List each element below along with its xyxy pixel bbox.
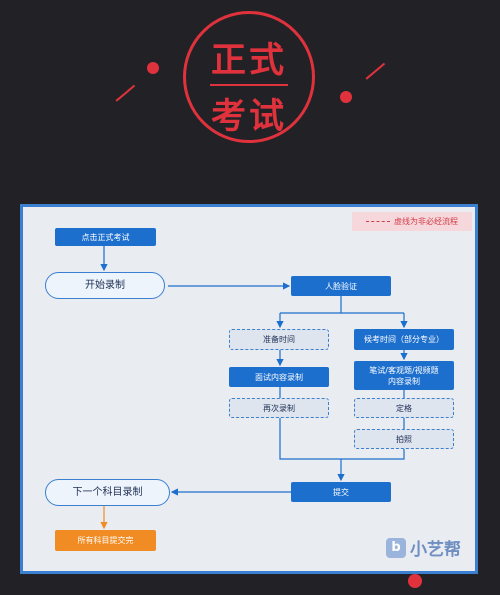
watermark: b 小艺帮 xyxy=(386,535,461,560)
brand-icon xyxy=(408,574,422,588)
badge-title-line1: 正式 xyxy=(210,41,287,81)
node-written-record-line1: 笔试/客观题/视频题 xyxy=(369,365,439,375)
merge-right xyxy=(341,449,405,460)
decor-dot-right xyxy=(340,91,352,103)
legend: 虚线为非必经流程 xyxy=(352,212,472,231)
node-submit: 提交 xyxy=(291,482,391,502)
badge-title-line2: 考试 xyxy=(210,97,287,137)
title-badge: 正式 考试 xyxy=(183,11,315,143)
decor-dot-left xyxy=(147,62,159,74)
node-next-subject: 下一个科目录制 xyxy=(45,479,170,506)
legend-dash-sample xyxy=(366,221,390,222)
node-finalize: 定格 xyxy=(354,398,454,418)
node-written-record-line2: 内容录制 xyxy=(388,376,420,386)
node-written-record: 笔试/客观题/视频题 内容录制 xyxy=(354,361,454,390)
bottom-brand xyxy=(408,574,425,588)
node-click-exam: 点击正式考试 xyxy=(55,228,156,246)
split-from-face xyxy=(280,296,342,314)
node-interview-record: 面试内容录制 xyxy=(229,367,329,387)
node-prep-time: 准备时间 xyxy=(229,329,329,350)
watermark-logo-icon: b xyxy=(386,537,406,558)
node-rerecord: 再次录制 xyxy=(229,398,329,418)
merge-left xyxy=(279,418,341,460)
node-photo: 拍照 xyxy=(354,429,454,449)
legend-text: 虚线为非必经流程 xyxy=(394,217,458,226)
watermark-text: 小艺帮 xyxy=(410,540,461,560)
node-all-submitted: 所有科目提交完 xyxy=(55,530,156,551)
badge-divider xyxy=(210,84,288,86)
node-exam-time: 候考时间（部分专业） xyxy=(354,329,454,350)
node-face-verify: 人脸验证 xyxy=(291,276,391,296)
node-start-record: 开始录制 xyxy=(45,272,165,299)
